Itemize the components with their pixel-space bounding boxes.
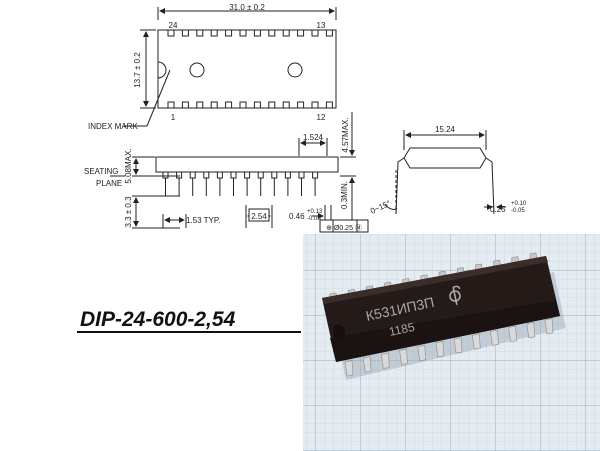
chip-notch [332,324,346,340]
pitch-dimension: 2.54 [251,212,267,221]
side-lead-shoulder [176,171,183,179]
chip-marking-line-2: 1185 [388,320,416,339]
pin-12-label: 12 [317,113,326,122]
lead-width-tol-plus: +0.13 [307,209,323,215]
position-tolerance: ⊕ Ø0.25 Ⓜ [326,224,362,232]
package-name-title: DIP-24-600-2,54 [80,308,236,331]
side-lead-shoulder [284,171,291,179]
width-dimension: 13.7 ± 0.2 [133,52,142,88]
chip-lead-front [381,352,390,369]
side-lead-shoulder [244,171,251,179]
side-lead-shoulder [298,171,305,179]
side-lead-shoulder [271,171,278,179]
hole-right [287,62,303,78]
chip-lead-front [417,344,427,362]
chip-lead-front [435,341,445,358]
pin-13-label: 13 [317,21,326,30]
top-pin [210,29,218,37]
bottom-pin [210,101,218,109]
chip-lead-front [344,360,354,377]
chip-lead-front [544,318,554,335]
chip-lead-front [526,321,536,339]
bottom-pin [253,101,261,109]
chip-lead-front [471,333,481,350]
chip-lead-front [399,348,408,365]
top-pin [196,29,204,37]
length-dimension: 31.0 ± 0.2 [229,3,265,12]
manufacturer-logo-icon [449,285,461,305]
top-pin [282,29,290,37]
pin-24-label: 24 [169,21,178,30]
side-view-body [155,156,339,173]
side-lead-shoulder [189,171,196,179]
index-mark-label: INDEX MARK [88,122,138,131]
top-pin [268,29,276,37]
end-lead-left [395,157,405,215]
chip-lead-front [490,329,499,346]
seating-plane-label-2: PLANE [96,179,122,188]
hole-left [189,62,205,78]
top-pin [253,29,261,37]
pitch-small-dimension: 1.524 [303,133,324,142]
pin-1-label: 1 [171,113,176,122]
bottom-pin [225,101,233,109]
lead-thickness-dimension: 0.25 [490,205,506,214]
top-pin [225,29,233,37]
row-spacing-dimension: 15.24 [435,125,456,134]
bottom-pin [239,101,247,109]
side-lead-shoulder [162,171,169,179]
top-pin [311,29,319,37]
lead-length-dimension: 3.3 ± 0.3 [124,196,133,228]
top-pin [167,29,175,37]
thickness-tol-minus: -0.05 [511,208,525,214]
bottom-pin [196,101,204,109]
bottom-pin [167,101,175,109]
lead-width-dimension: 0.46 [289,212,305,221]
end-view-body [403,147,487,169]
top-pin [181,29,189,37]
side-lead-shoulder [230,171,237,179]
side-view [110,112,369,233]
bottom-pin [268,101,276,109]
top-pin [297,29,305,37]
chip-lead-front [508,325,517,342]
end-view [384,130,506,215]
body-max-dimension: 5.08MAX. [124,148,133,183]
side-lead-shoulder [312,171,319,179]
index-notch [157,61,167,79]
height-max-dimension: 4.57MAX. [341,117,350,152]
side-lead-shoulder [203,171,210,179]
bottom-pin [181,101,189,109]
bottom-pin [297,101,305,109]
top-view [124,7,337,127]
typical-pitch-dimension: 1.53 TYP. [186,216,220,225]
top-view-body [157,29,337,109]
standoff-min-dimension: 0.3MIN. [340,181,349,209]
bottom-pin [311,101,319,109]
side-lead-shoulder [257,171,264,179]
bottom-pin [325,101,333,109]
top-pin [325,29,333,37]
thickness-tol-plus: +0.10 [511,201,527,207]
chip-photo: К531ИП3П 1185 [303,234,600,451]
chip-lead-front [362,356,372,373]
top-pin [239,29,247,37]
lead-width-tol-minus: -0.08 [307,216,321,222]
lead-angle-dimension: 0~15° [369,199,392,216]
bottom-pin [282,101,290,109]
side-lead-shoulder [216,171,223,179]
seating-plane-label-1: SEATING [84,167,119,176]
chip-lead-front [453,337,463,354]
end-lead-right [485,157,495,215]
